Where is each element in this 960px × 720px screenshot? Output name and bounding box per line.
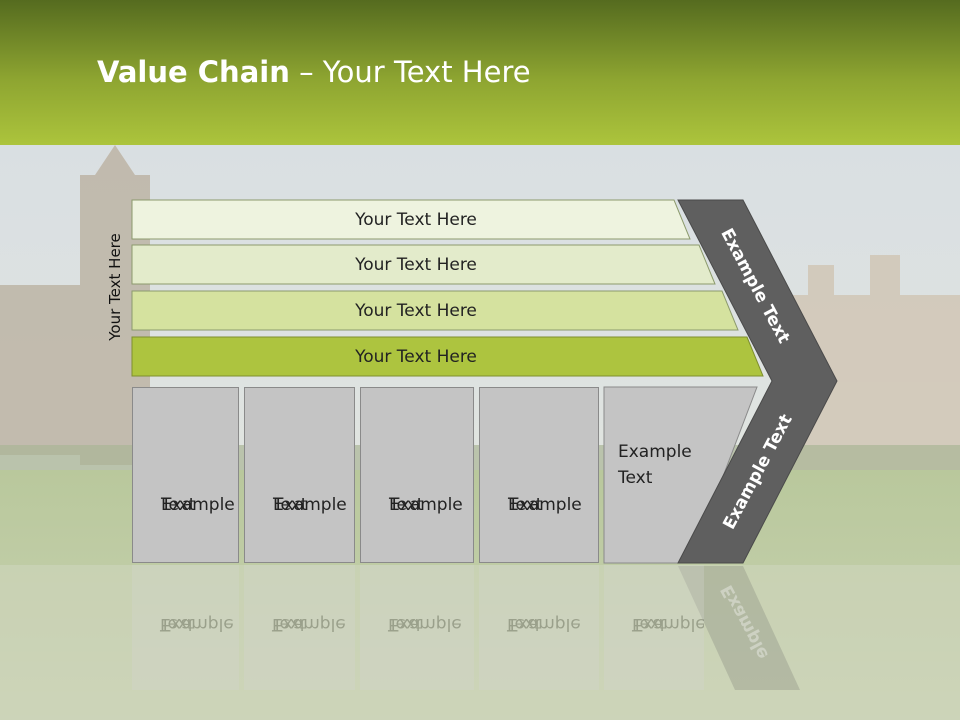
ribbon-3-label: Your Text Here — [355, 300, 477, 321]
card-2-line1: Example — [273, 495, 347, 515]
card-1-line2: Text — [161, 495, 196, 515]
ribbon-1: Your Text Here — [132, 200, 700, 239]
card-1-line1: Example — [161, 495, 235, 515]
title-rest: – Your Text Here — [289, 55, 531, 89]
side-label: Your Text Here — [106, 233, 124, 341]
card-4-line1: Example — [508, 495, 582, 515]
title-bold: Value Chain — [97, 55, 290, 89]
ribbon-3: Your Text Here — [132, 291, 700, 330]
ribbon-shape-2 — [131, 244, 716, 285]
card-4-line2: Text — [508, 495, 543, 515]
card-4-reflection-line2: Text — [507, 614, 542, 634]
card-1-reflection-line2: Text — [160, 614, 195, 634]
card-3-line2: Text — [389, 495, 424, 515]
chevron-arrow — [677, 199, 838, 564]
ribbon-shape-4 — [131, 336, 764, 377]
card-2-line2: Text — [273, 495, 308, 515]
ribbon-shape-3 — [131, 290, 739, 331]
slide-title: Value Chain – Your Text Here — [97, 55, 531, 89]
chevron-reflection — [678, 566, 800, 690]
ribbon-2-label: Your Text Here — [355, 254, 477, 275]
campus-background — [0, 145, 960, 720]
card-2-reflection-line2: Text — [272, 614, 307, 634]
ribbon-shape-1 — [131, 199, 691, 240]
ribbon-4: Your Text Here — [132, 337, 700, 376]
card-3-reflection-line2: Text — [388, 614, 423, 634]
ribbon-2: Your Text Here — [132, 245, 700, 284]
card-5-line2: Text — [618, 468, 653, 488]
ribbon-1-label: Your Text Here — [355, 209, 477, 230]
card-5-line1: Example — [618, 442, 692, 462]
card-5-reflection-line2: Text — [632, 614, 667, 634]
card-3-line1: Example — [389, 495, 463, 515]
header-bar — [0, 0, 960, 145]
ribbon-4-label: Your Text Here — [355, 346, 477, 367]
